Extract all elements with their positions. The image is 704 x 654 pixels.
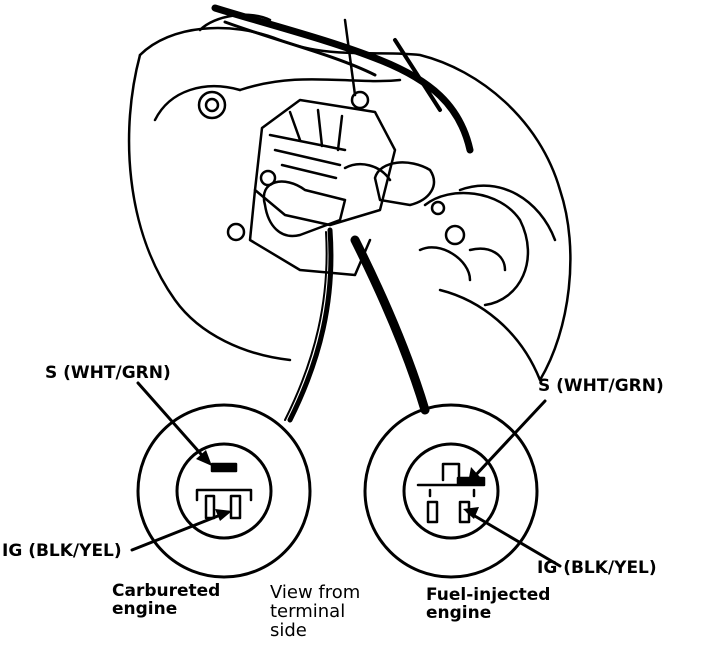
carbureted-engine-label: Carbureted engine: [112, 581, 221, 619]
fi-engine-label: Fuel-injected engine: [426, 585, 551, 623]
bolt-head: [430, 200, 446, 216]
carbureted-s-terminal: [210, 462, 238, 473]
wiring-harness: [211, 4, 474, 154]
pulley: [423, 191, 530, 307]
bolt-head: [197, 90, 227, 120]
arrowhead: [463, 507, 479, 519]
carbureted-ig-terminal: [229, 494, 242, 520]
alternator-connector: [373, 161, 436, 207]
arrowhead: [196, 450, 212, 466]
arrowhead: [468, 467, 480, 483]
fi-connector-inner: [402, 442, 500, 540]
alternator-connector: [262, 180, 347, 238]
fi-connector-outer: [363, 403, 539, 579]
bolt-head: [226, 222, 246, 242]
fi-s-label: S (WHT/GRN): [538, 376, 664, 396]
view-from-terminal-side-note: View from terminal side: [270, 582, 361, 641]
wire-to-carbureted-connector: [287, 227, 334, 423]
engine-block-left-edge: [127, 53, 292, 362]
carbureted-s-label: S (WHT/GRN): [45, 363, 171, 383]
wire-to-fi-connector: [350, 235, 430, 415]
carbureted-connector-inner: [175, 442, 273, 540]
carbureted-connector-outer: [136, 403, 312, 579]
arrowhead: [215, 509, 232, 521]
carbureted-ig-label: IG (BLK/YEL): [2, 541, 122, 561]
bolt-head: [444, 224, 466, 246]
bolt-head: [350, 90, 370, 110]
fi-ig-label: IG (BLK/YEL): [537, 558, 657, 578]
